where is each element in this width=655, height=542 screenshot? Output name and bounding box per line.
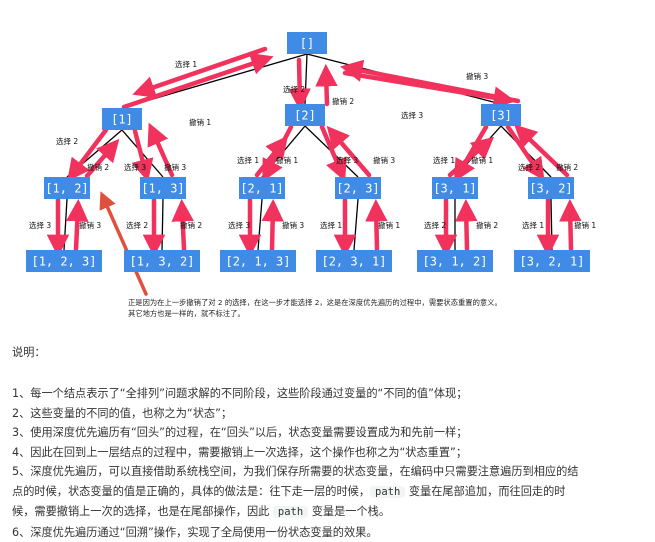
edge-label: 撤销 1 bbox=[471, 155, 493, 165]
notes-title: 说明： bbox=[12, 344, 647, 360]
path-code: path bbox=[273, 506, 308, 518]
tree-node-label: [1, 3] bbox=[141, 182, 184, 196]
edge-label: 撤销 2 bbox=[332, 96, 354, 106]
note-item: 候，需要撤销上一次的选择，也是在尾部操作，因此 path 变量是一个栈。 bbox=[12, 502, 647, 523]
edge-label: 撤销 2 bbox=[556, 162, 578, 172]
tree-node-label: [] bbox=[300, 37, 314, 51]
tree-node-label: [1] bbox=[111, 113, 133, 127]
state-reset-annotation: 正是因为在上一步撤销了对 2 的选择，在这一步才能选择 2，这是在深度优先遍历的… bbox=[128, 297, 502, 319]
tree-node-label: [1, 2, 3] bbox=[31, 255, 96, 269]
tree-node-label: [3, 1, 2] bbox=[422, 255, 487, 269]
edge-label: 撤销 1 bbox=[189, 117, 211, 127]
edge-label: 选择 3 bbox=[29, 220, 51, 230]
tree-node-label: [2, 3] bbox=[336, 182, 379, 196]
edge-label: 选择 1 bbox=[320, 220, 342, 230]
edge-label: 选择 2 bbox=[424, 220, 446, 230]
state-arrow bbox=[348, 68, 518, 101]
annotation-line-2: 其它地方也是一样的，就不标注了。 bbox=[128, 308, 502, 319]
edge-label: 选择 1 bbox=[522, 220, 544, 230]
note-item: 2、这些变量的不同的值，也称之为“状态”； bbox=[12, 404, 647, 424]
edge-label: 选择 2 bbox=[56, 136, 78, 146]
explanation-section: 说明： 1、每一个结点表示了“全排列”问题求解的不同阶段，这些阶段通过变量的“不… bbox=[12, 344, 647, 542]
edge-label: 选择 2 bbox=[518, 162, 540, 172]
edge-label: 选择 1 bbox=[433, 155, 455, 165]
edge-label: 撤销 1 bbox=[276, 155, 298, 165]
edge-label: 撤销 3 bbox=[282, 220, 304, 230]
tree-node-label: [3, 2] bbox=[529, 182, 572, 196]
edge-label: 撤销 3 bbox=[466, 71, 488, 81]
tree-edge bbox=[162, 199, 163, 250]
edge-label: 选择 1 bbox=[175, 59, 197, 69]
tree-edge bbox=[305, 54, 307, 104]
permutation-tree-diagram: [] [1] [2] [3] [1, 2] [1, 3] [2, 1] [2, 3] [3, 1… bbox=[0, 0, 655, 330]
tree-node-label: [2, 1, 3] bbox=[225, 255, 290, 269]
annotation-line-1: 正是因为在上一步撤销了对 2 的选择，在这一步才能选择 2，这是在深度优先遍历的… bbox=[128, 297, 502, 308]
edge-label: 撤销 1 bbox=[574, 220, 596, 230]
note-item: 1、每一个结点表示了“全排列”问题求解的不同阶段，这些阶段通过变量的“不同的值”… bbox=[12, 384, 647, 404]
edge-label: 选择 3 bbox=[124, 162, 146, 172]
tree-edge bbox=[64, 199, 67, 250]
state-arrow bbox=[376, 207, 377, 249]
state-arrow bbox=[466, 207, 467, 249]
edge-label: 选择 3 bbox=[401, 110, 423, 120]
note-item: 6、深度优先遍历通过“回溯”操作，实现了全局使用一份状态变量的效果。 bbox=[12, 523, 647, 542]
edge-label: 选择 3 bbox=[228, 220, 250, 230]
note-item: 3、使用深度优先遍历有“回头”的过程，在“回头”以后，状态变量需要设置成为和先前… bbox=[12, 423, 647, 443]
tree-node-label: [1, 2] bbox=[45, 182, 88, 196]
annotation-arrow bbox=[103, 197, 146, 294]
state-arrow bbox=[272, 207, 273, 249]
note-item: 4、因此在回到上一层结点的过程中，需要撤销上一次选择，这个操作也称之为“状态重置… bbox=[12, 443, 647, 463]
edge-label: 撤销 1 bbox=[378, 220, 400, 230]
tree-edge bbox=[258, 199, 262, 250]
edge-label: 撤销 2 bbox=[476, 220, 498, 230]
edge-label: 撤销 3 bbox=[373, 155, 395, 165]
tree-node-label: [3, 2, 1] bbox=[519, 255, 584, 269]
edge-label: 选择 1 bbox=[237, 155, 259, 165]
tree-node-label: [2, 1] bbox=[240, 182, 283, 196]
edge-label: 选择 3 bbox=[336, 155, 358, 165]
tree-node-label: [2, 3, 1] bbox=[321, 255, 386, 269]
tree-node-label: [3, 1] bbox=[433, 182, 476, 196]
tree-node-label: [2] bbox=[294, 109, 316, 123]
state-arrow bbox=[458, 127, 486, 175]
state-arrow bbox=[76, 207, 78, 249]
state-arrow bbox=[570, 207, 571, 249]
state-arrow bbox=[299, 60, 300, 103]
tree-edge bbox=[551, 199, 552, 250]
edge-label: 选择 2 bbox=[283, 84, 305, 94]
edge-label: 选择 2 bbox=[126, 220, 148, 230]
edge-label: 撤销 3 bbox=[164, 162, 186, 172]
tree-node-label: [1, 3, 2] bbox=[129, 255, 194, 269]
edge-label: 撤销 3 bbox=[79, 220, 101, 230]
edge-label: 撤销 2 bbox=[87, 162, 109, 172]
path-code: path bbox=[370, 486, 405, 498]
state-arrow bbox=[140, 49, 265, 92]
note-item: 5、深度优先遍历，可以直接借助系统栈空间，为我们保存所需要的状态变量，在编码中只… bbox=[12, 462, 647, 482]
note-item: 点的时候，状态变量的值是正确的，具体的做法是：往下走一层的时候，path 变量在… bbox=[12, 482, 647, 503]
tree-edge bbox=[354, 199, 358, 250]
tree-node-label: [3] bbox=[490, 109, 512, 123]
edge-label: 撤销 2 bbox=[180, 220, 202, 230]
state-arrow bbox=[326, 72, 327, 104]
